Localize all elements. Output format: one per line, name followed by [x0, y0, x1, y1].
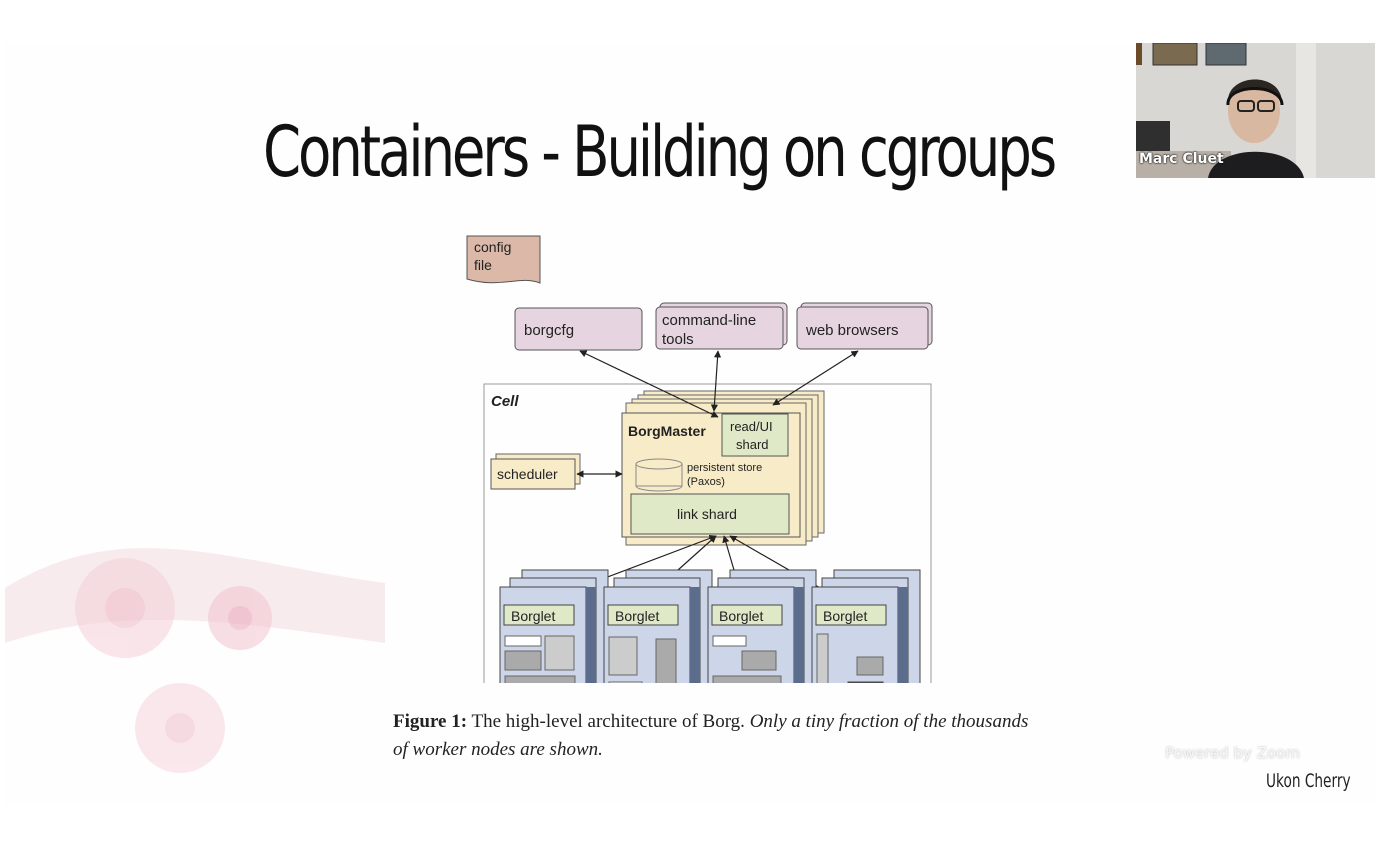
- config-file-label-line2: file: [474, 257, 492, 273]
- link-shard-label: link shard: [677, 506, 737, 522]
- cherry-blossom-decoration: [5, 548, 385, 773]
- scheduler-label: scheduler: [497, 466, 558, 482]
- borgmaster-box: BorgMaster read/UI shard persistent stor…: [621, 390, 825, 546]
- borglet-label: Borglet: [823, 608, 867, 624]
- figure-label: Figure 1:: [393, 711, 468, 732]
- command-line-tools-label-line2: tools: [662, 331, 694, 348]
- borglet-label: Borglet: [615, 608, 659, 624]
- webcam-feed-image: [1136, 43, 1375, 178]
- borgcfg-label: borgcfg: [524, 322, 574, 339]
- borglet-node-1: Borglet: [499, 569, 609, 683]
- participant-name: Marc Cluet: [1139, 151, 1224, 167]
- link-shard-box: [630, 493, 790, 535]
- read-ui-shard-box: [721, 413, 789, 457]
- borg-architecture-diagram: config file borgcfg command-line tools w…: [466, 235, 933, 683]
- borglet-label: Borglet: [511, 608, 555, 624]
- borglet-node-2: Borglet: [603, 569, 713, 683]
- slide-title: Containers - Building on cgroups: [263, 111, 1057, 193]
- borgcfg-box: borgcfg: [514, 307, 643, 351]
- borglet-label: Borglet: [719, 608, 763, 624]
- database-icon: [635, 458, 683, 492]
- read-ui-shard-label-line2: shard: [736, 437, 769, 452]
- borglet-node-3: Borglet: [707, 569, 817, 683]
- web-browsers-label: web browsers: [805, 322, 899, 339]
- web-browsers-box: web browsers: [796, 302, 933, 350]
- command-line-tools-box: command-line tools: [655, 302, 788, 350]
- participant-video-tile[interactable]: Marc Cluet: [1136, 43, 1375, 178]
- caption-italic-text: Only a tiny fraction of the thousands of…: [393, 711, 1029, 760]
- persistent-store-label-line2: (Paxos): [687, 476, 725, 488]
- command-line-tools-label-line1: command-line: [662, 312, 756, 329]
- brand-footer: Ukon Cherry: [1266, 770, 1351, 792]
- cell-label: Cell: [491, 393, 519, 410]
- read-ui-shard-label-line1: read/UI: [730, 419, 773, 434]
- scheduler-box: scheduler: [490, 453, 581, 490]
- persistent-store-label-line1: persistent store: [687, 462, 762, 474]
- figure-caption: Figure 1: The high-level architecture of…: [393, 708, 1033, 764]
- config-file-icon: config file: [466, 235, 541, 284]
- powered-by-zoom-watermark: Powered by Zoom: [1165, 744, 1300, 762]
- caption-text: The high-level architecture of Borg.: [467, 711, 750, 732]
- borgmaster-label: BorgMaster: [628, 423, 706, 439]
- config-file-label-line1: config: [474, 239, 511, 255]
- borglet-node-4: Borglet: [811, 569, 921, 683]
